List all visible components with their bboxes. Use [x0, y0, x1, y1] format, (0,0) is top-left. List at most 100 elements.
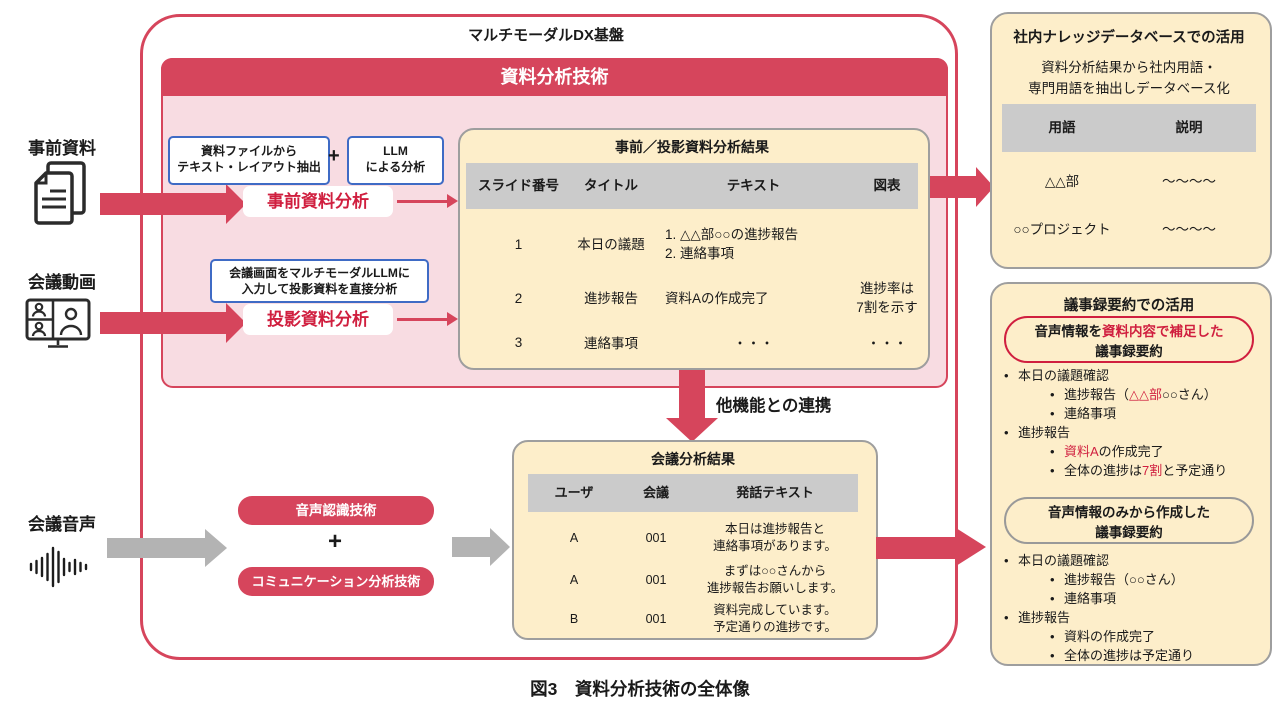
utterance-text: 本日は進捗報告と 連絡事項があります。 — [713, 522, 837, 553]
meeting-table-title: 会議分析結果 — [651, 451, 735, 467]
slide-table-header: タイトル — [584, 178, 638, 193]
arrow-speech-to-table-shaft — [452, 537, 490, 557]
list-item: 全体の進捗は予定通り — [998, 646, 1266, 665]
table-row: A 001 まずは○○さんから 進捗報告お願いします。 — [528, 560, 858, 600]
arrow-meeting-to-minutes-shaft — [876, 537, 956, 559]
utterance-user: A — [569, 572, 579, 587]
utterance-user: B — [569, 611, 579, 626]
list-item: 進捗報告 — [998, 608, 1266, 627]
list-item: 本日の議題確認 — [998, 551, 1266, 570]
arrow-table-to-knowledge-shaft — [930, 176, 976, 198]
slide-title: 進捗報告 — [584, 290, 638, 306]
term-desc: ～～～～ — [1162, 174, 1216, 189]
term: ○○プロジェクト — [1013, 222, 1111, 237]
augmented-summary-capsule: 音声情報を資料内容で補足した 議事録要約 — [1004, 316, 1254, 363]
slide-title: 本日の議題 — [577, 236, 645, 252]
list-item: 全体の進捗は7割と予定通り — [998, 461, 1266, 480]
prior-analysis-label: 事前資料分析 — [243, 186, 393, 217]
link-label: 他機能との連携 — [716, 397, 832, 415]
capsule-line: 議事録要約 — [1095, 525, 1163, 540]
term-table-header: 用語 — [1048, 120, 1076, 135]
section-title: 資料分析技術 — [161, 58, 948, 96]
plus-sign-llm: + — [328, 145, 340, 167]
input-label-audio: 会議音声 — [28, 515, 96, 534]
projection-method-box: 会議画面をマルチモーダルLLMに 入力して投影資料を直接分析 — [210, 259, 429, 303]
term: △△部 — [1044, 174, 1080, 189]
slide-table-header: テキスト — [726, 178, 781, 193]
knowledge-panel-title: 社内ナレッジデータベースでの活用 — [1013, 30, 1245, 46]
table-row: 2 進捗報告 資料Aの作成完了 進捗率は 7割を示す — [466, 272, 918, 324]
meeting-table-header: 会議 — [642, 485, 669, 500]
table-row: 3 連絡事項 ・・・ ・・・ — [466, 324, 918, 360]
projection-analysis-label: 投影資料分析 — [243, 304, 393, 335]
meeting-table-header: ユーザ — [554, 485, 594, 500]
list-item: 連絡事項 — [998, 589, 1266, 608]
slide-title: 連絡事項 — [584, 336, 638, 351]
input-label-video: 会議動画 — [28, 273, 96, 292]
capsule-line: 音声情報を資料内容で補足した — [1034, 324, 1224, 339]
capsule-line: 音声情報のみから作成した — [1048, 505, 1210, 520]
arrow-audio-head — [205, 529, 230, 567]
figure-caption: 図3 資料分析技術の全体像 — [530, 679, 750, 699]
term-table-header: 説明 — [1175, 120, 1203, 135]
list-item: 連絡事項 — [998, 404, 1266, 423]
table-row: △△部 ～～～～ — [1002, 170, 1256, 190]
platform-title: マルチモーダルDX基盤 — [468, 27, 624, 44]
plus-sign-speech: + — [328, 528, 343, 555]
term-table-header-row: 用語 説明 — [1002, 104, 1256, 152]
table-row: A 001 本日は進捗報告と 連絡事項があります。 — [528, 518, 858, 558]
slide-table-header: 図表 — [873, 178, 901, 193]
utterance-meeting: 001 — [645, 530, 667, 545]
arrow-documents-head — [226, 184, 249, 224]
arrow-projection-to-table-head — [447, 312, 461, 326]
documents-icon — [30, 160, 88, 226]
utterance-meeting: 001 — [645, 611, 667, 626]
knowledge-panel-desc: 専門用語を抽出しデータベース化 — [1028, 81, 1230, 96]
augmented-summary-bullets: 本日の議題確認 進捗報告（△△部○○さん） 連絡事項 進捗報告 資料Aの作成完了… — [998, 366, 1266, 480]
utterance-text: 資料完成しています。 予定通りの進捗です。 — [713, 603, 837, 634]
arrow-video-head — [226, 303, 249, 343]
meeting-table-header: 発話テキスト — [736, 485, 814, 500]
list-item: 進捗報告（△△部○○さん） — [998, 385, 1266, 404]
video-meeting-icon — [24, 298, 92, 350]
slide-chart: 進捗率は 7割を示す — [856, 281, 918, 315]
meeting-table-header-row: ユーザ 会議 発話テキスト — [528, 474, 858, 512]
input-label-documents: 事前資料 — [28, 139, 96, 158]
slide-no: 3 — [514, 334, 523, 350]
arrow-link-down-head — [666, 418, 718, 445]
audio-only-summary-capsule: 音声情報のみから作成した 議事録要約 — [1004, 497, 1254, 544]
slide-table-header: スライド番号 — [478, 178, 559, 193]
table-row: B 001 資料完成しています。 予定通りの進捗です。 — [528, 600, 858, 638]
utterance-user: A — [569, 530, 579, 545]
slide-no: 1 — [514, 236, 523, 252]
extract-method-box: 資料ファイルから テキスト・レイアウト抽出 — [168, 136, 330, 185]
slide-text: 1. △△部○○の進捗報告 2. 連絡事項 — [665, 227, 799, 261]
arrow-documents-shaft — [100, 193, 226, 215]
audio-only-summary-bullets: 本日の議題確認 進捗報告（○○さん） 連絡事項 進捗報告 資料の作成完了 全体の… — [998, 551, 1266, 665]
knowledge-panel-desc: 資料分析結果から社内用語・ — [1041, 60, 1217, 75]
slide-no: 2 — [514, 290, 523, 306]
term-desc: ～～～～ — [1162, 222, 1216, 237]
slide-chart: ・・・ — [866, 336, 908, 351]
meeting-analysis-table — [512, 440, 878, 640]
slide-text: ・・・ — [733, 336, 774, 351]
slide-table-header-row: スライド番号 タイトル テキスト 図表 — [466, 163, 918, 209]
list-item: 資料Aの作成完了 — [998, 442, 1266, 461]
slide-text: 資料Aの作成完了 — [665, 290, 769, 306]
table-row: ○○プロジェクト ～～～～ — [1002, 218, 1256, 238]
arrow-link-down-shaft — [679, 370, 705, 418]
capsule-line: 議事録要約 — [1095, 344, 1163, 359]
table-row: 1 本日の議題 1. △△部○○の進捗報告 2. 連絡事項 — [466, 216, 918, 272]
list-item: 進捗報告（○○さん） — [998, 570, 1266, 589]
slide-table-title: 事前／投影資料分析結果 — [615, 139, 769, 155]
arrow-meeting-to-minutes-head — [956, 528, 989, 566]
arrow-prior-to-table-line — [397, 200, 447, 203]
communication-analysis-pill: コミュニケーション分析技術 — [238, 567, 434, 596]
llm-analysis-box: LLM による分析 — [347, 136, 444, 185]
utterance-text: まずは○○さんから 進捗報告お願いします。 — [706, 564, 844, 595]
arrow-projection-to-table-line — [397, 318, 447, 321]
audio-waveform-icon — [28, 546, 90, 588]
utterance-meeting: 001 — [645, 572, 667, 587]
arrow-prior-to-table-head — [447, 194, 461, 208]
